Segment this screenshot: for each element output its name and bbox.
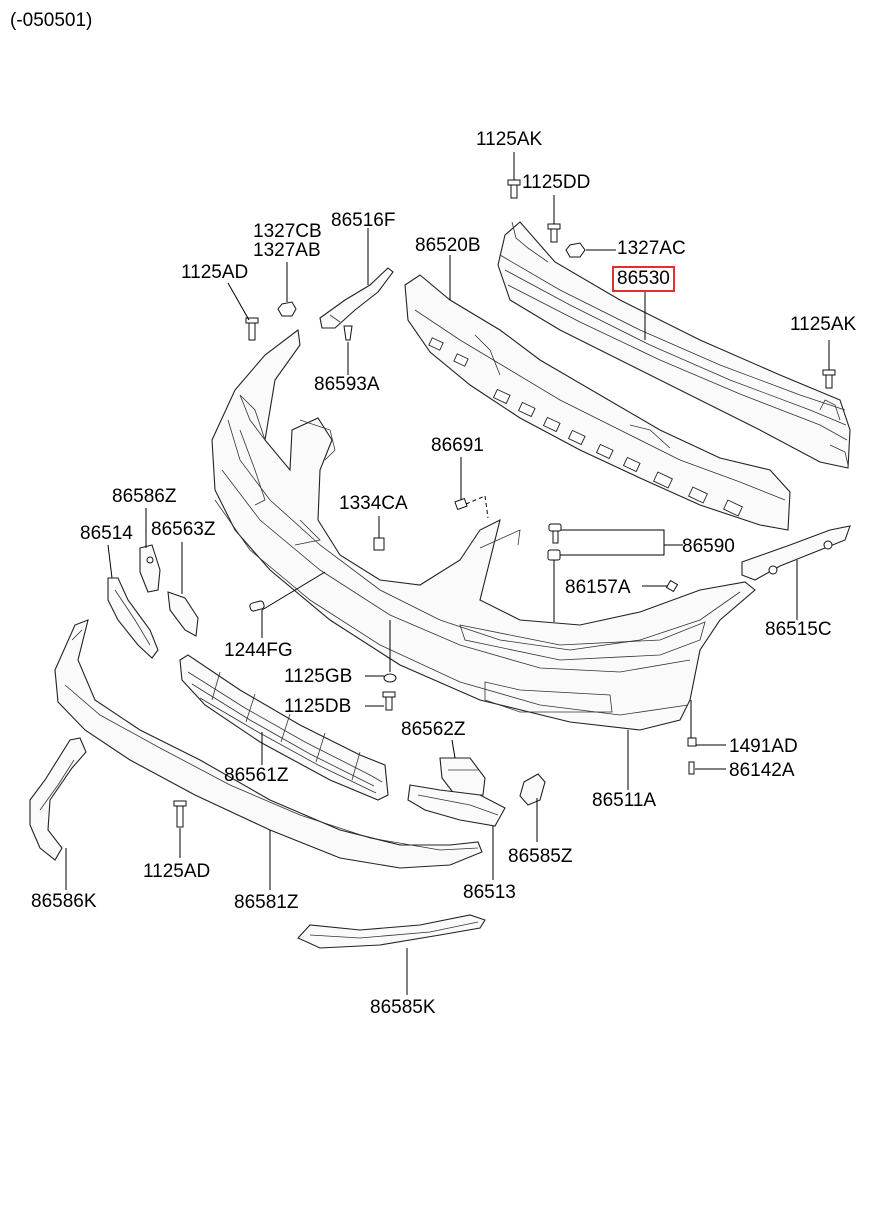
part-label-86585z[interactable]: 86585Z [508,846,573,867]
part-label-1327ab[interactable]: 1327AB [253,240,321,261]
part-label-1125ak-right[interactable]: 1125AK [790,314,857,335]
part-label-1327ac[interactable]: 1327AC [617,238,686,259]
part-label-1334ca[interactable]: 1334CA [339,493,408,514]
lip-spoiler-86581z[interactable] [54,619,483,869]
side-bracket-86514[interactable] [107,577,159,659]
part-label-86581z[interactable]: 86581Z [234,892,299,913]
fog-cover-86513[interactable] [407,784,506,827]
part-label-86157a[interactable]: 86157A [565,577,631,598]
part-label-86586z[interactable]: 86586Z [112,486,177,507]
part-label-86530-highlighted[interactable]: 86530 [612,266,675,292]
part-label-1125gb[interactable]: 1125GB [284,666,353,687]
part-label-86511a[interactable]: 86511A [592,790,657,811]
part-label-86691[interactable]: 86691 [431,435,484,456]
bracket-86515c[interactable] [741,525,851,581]
absorber-86520b[interactable] [404,274,791,531]
part-label-86520b[interactable]: 86520B [415,235,481,256]
part-label-86590[interactable]: 86590 [682,536,735,557]
absorber-beam-86530[interactable] [497,221,851,469]
model-range-label: (-050501) [10,10,93,31]
bracket-86563z[interactable] [167,591,199,637]
part-label-86514[interactable]: 86514 [80,523,133,544]
part-label-86563z[interactable]: 86563Z [151,519,216,540]
part-label-1327cb[interactable]: 1327CB [253,221,322,242]
fog-cover-86562z[interactable] [439,757,486,796]
part-label-1125ad-bottom[interactable]: 1125AD [143,861,211,882]
part-label-1244fg[interactable]: 1244FG [224,640,293,661]
lower-strip-86585k[interactable] [297,914,486,949]
leader-lines [65,152,830,995]
part-label-1125ak-top[interactable]: 1125AK [476,129,543,150]
part-label-86142a[interactable]: 86142A [729,760,795,781]
side-bracket-86586k[interactable] [29,737,87,861]
bracket-86516f[interactable] [319,267,394,329]
part-label-86593a[interactable]: 86593A [314,374,380,395]
part-label-1491ad[interactable]: 1491AD [729,736,798,757]
bumper-cover-86511a[interactable] [211,328,756,731]
part-label-86562z[interactable]: 86562Z [401,719,466,740]
part-label-1125db[interactable]: 1125DB [284,696,352,717]
lower-grille-86561z[interactable] [179,654,389,801]
part-label-1125ad-top[interactable]: 1125AD [181,262,249,283]
part-label-86515c[interactable]: 86515C [765,619,832,640]
part-label-1125dd[interactable]: 1125DD [522,172,591,193]
bracket-86586z[interactable] [139,544,161,593]
part-label-86561z[interactable]: 86561Z [224,765,289,786]
part-label-86586k[interactable]: 86586K [31,891,97,912]
part-label-86585k[interactable]: 86585K [370,997,436,1018]
part-label-86513[interactable]: 86513 [463,882,516,903]
bracket-86585z[interactable] [519,773,546,806]
part-label-86516f[interactable]: 86516F [331,210,396,231]
